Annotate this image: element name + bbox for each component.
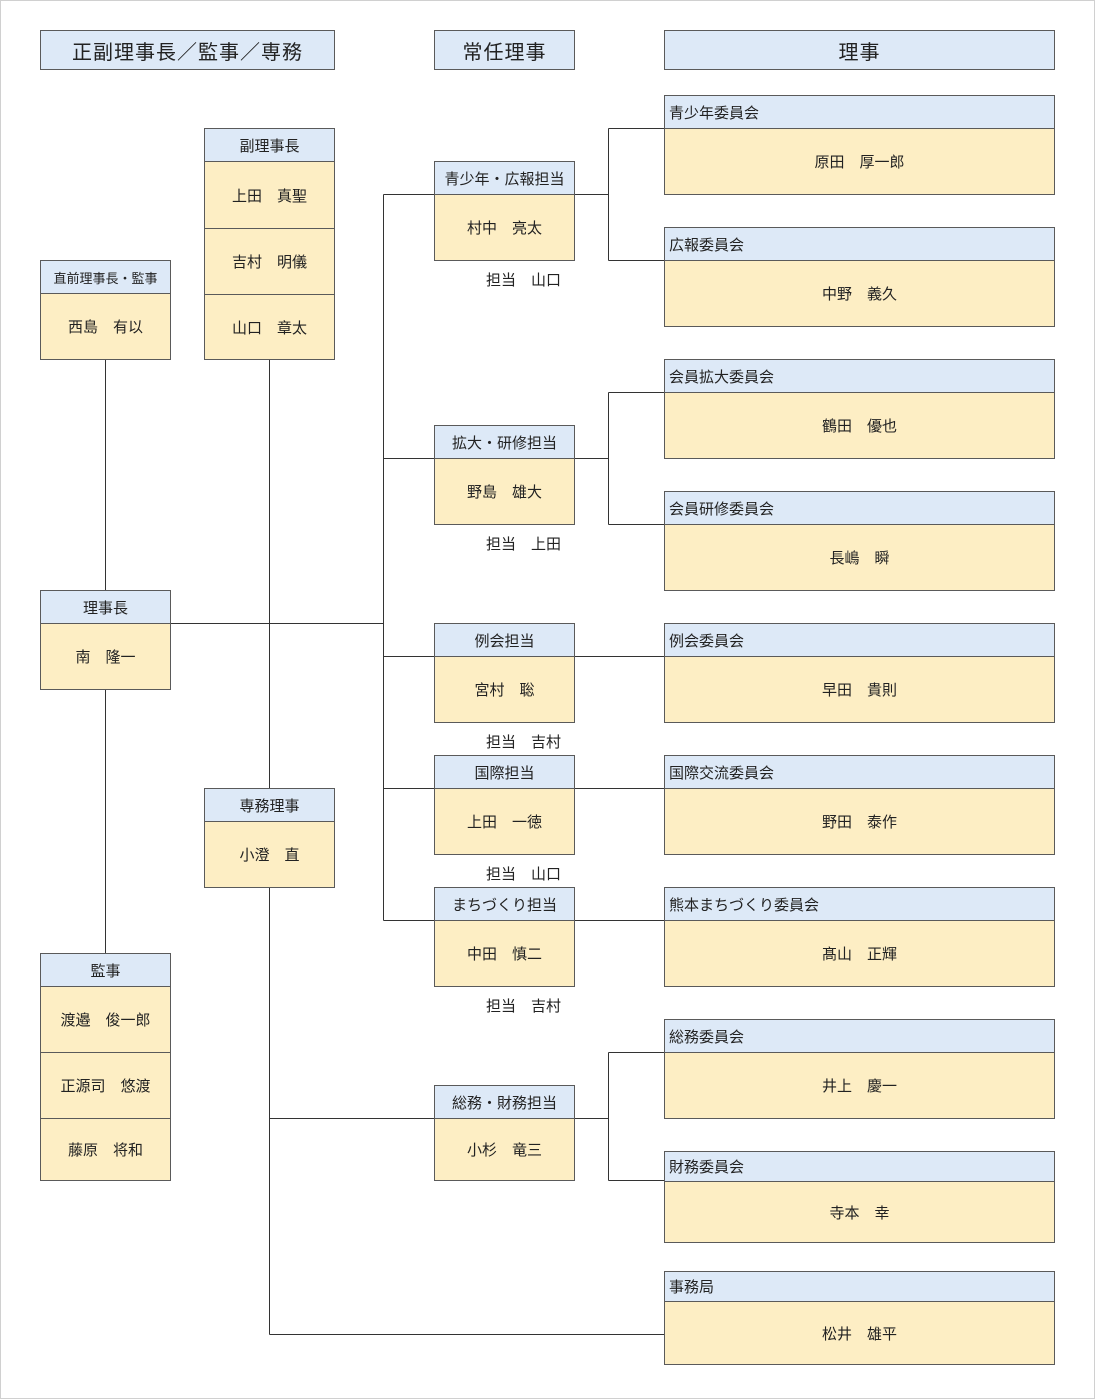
committee-box: 国際交流委員会 野田 泰作: [664, 755, 1055, 855]
standing-director-name: 上田 一徳: [466, 813, 542, 831]
standing-director-box: 総務・財務担当 小杉 竜三: [434, 1085, 575, 1181]
standing-director-title: 青少年・広報担当: [435, 162, 574, 195]
auditor-member: 正源司 悠渡: [41, 1052, 170, 1118]
committee-title: 熊本まちづくり委員会: [665, 888, 1054, 921]
committee-box: 会員研修委員会 長嶋 瞬: [664, 491, 1055, 591]
chairman-name: 南 隆一: [75, 648, 136, 666]
committee-chair-name: 野田 泰作: [821, 813, 897, 831]
column-header-directors: 理事: [664, 30, 1055, 70]
committee-box: 例会委員会 早田 貴則: [664, 623, 1055, 723]
immediate-past-chairman-name: 西島 有以: [67, 318, 143, 336]
committee-box: 熊本まちづくり委員会 髙山 正輝: [664, 887, 1055, 987]
vice-chair-title: 副理事長: [205, 129, 334, 162]
standing-director-title: まちづくり担当: [435, 888, 574, 921]
standing-director-tanto: 担当 山口: [486, 865, 562, 883]
committee-chair-name: 寺本 幸: [829, 1203, 890, 1222]
chairman-box: 理事長 南 隆一: [40, 590, 171, 690]
committee-title: 国際交流委員会: [665, 756, 1054, 789]
committee-title: 会員拡大委員会: [665, 360, 1054, 393]
standing-director-name: 村中 亮太: [466, 219, 542, 237]
standing-director-name: 小杉 竜三: [466, 1141, 542, 1159]
committee-title: 財務委員会: [665, 1152, 1054, 1182]
committee-chair-name: 原田 厚一郎: [814, 153, 905, 171]
standing-director-box: 拡大・研修担当 野島 雄大: [434, 425, 575, 525]
standing-director-title: 総務・財務担当: [435, 1086, 574, 1119]
vice-chair-member: 山口 章太: [205, 294, 334, 359]
managing-director-name: 小澄 直: [239, 846, 300, 864]
auditor-member: 藤原 将和: [41, 1118, 170, 1180]
column-header-standing: 常任理事: [434, 30, 575, 70]
standing-director-box: 青少年・広報担当 村中 亮太: [434, 161, 575, 261]
committee-chair-name: 井上 慶一: [821, 1077, 897, 1095]
managing-director-title: 専務理事: [205, 789, 334, 822]
committee-chair-name: 早田 貴則: [821, 681, 897, 699]
committee-title: 会員研修委員会: [665, 492, 1054, 525]
column-header-directors-label: 理事: [838, 39, 881, 64]
vice-chair-box: 副理事長 上田 真聖 吉村 明儀 山口 章太: [204, 128, 335, 360]
column-header-officers: 正副理事長／監事／専務: [40, 30, 335, 70]
standing-director-box: 国際担当 上田 一徳: [434, 755, 575, 855]
standing-director-tanto: 担当 山口: [486, 271, 562, 289]
standing-director-tanto: 担当 吉村: [486, 997, 562, 1015]
column-header-standing-label: 常任理事: [462, 39, 547, 64]
committee-chair-name: 髙山 正輝: [821, 945, 897, 963]
committee-box: 広報委員会 中野 義久: [664, 227, 1055, 327]
immediate-past-chairman-box: 直前理事長・監事 西島 有以: [40, 260, 171, 360]
managing-director-box: 専務理事 小澄 直: [204, 788, 335, 888]
committee-title: 広報委員会: [665, 228, 1054, 261]
auditor-member: 渡邉 俊一郎: [60, 1011, 151, 1029]
committee-title: 例会委員会: [665, 624, 1054, 657]
committee-title: 総務委員会: [665, 1020, 1054, 1053]
vice-chair-member: 吉村 明儀: [205, 228, 334, 294]
standing-director-name: 野島 雄大: [466, 483, 542, 501]
committee-chair-name: 中野 義久: [821, 285, 897, 303]
secretariat-name: 松井 雄平: [821, 1324, 897, 1343]
chairman-title: 理事長: [41, 591, 170, 624]
committee-chair-name: 鶴田 優也: [821, 417, 897, 435]
standing-director-tanto: 担当 上田: [486, 535, 562, 553]
committee-box: 会員拡大委員会 鶴田 優也: [664, 359, 1055, 459]
committee-box: 財務委員会 寺本 幸: [664, 1151, 1055, 1243]
immediate-past-chairman-title: 直前理事長・監事: [41, 261, 170, 294]
committee-box: 総務委員会 井上 慶一: [664, 1019, 1055, 1119]
standing-director-box: まちづくり担当 中田 慎二: [434, 887, 575, 987]
standing-director-name: 中田 慎二: [466, 945, 542, 963]
secretariat-box: 事務局 松井 雄平: [664, 1271, 1055, 1365]
standing-director-title: 国際担当: [435, 756, 574, 789]
vice-chair-member: 上田 真聖: [231, 186, 307, 205]
committee-chair-name: 長嶋 瞬: [829, 549, 890, 567]
auditors-box: 監事 渡邉 俊一郎 正源司 悠渡 藤原 将和: [40, 953, 171, 1181]
standing-director-title: 例会担当: [435, 624, 574, 657]
secretariat-title: 事務局: [665, 1272, 1054, 1302]
auditors-title: 監事: [41, 954, 170, 987]
committee-title: 青少年委員会: [665, 96, 1054, 129]
committee-box: 青少年委員会 原田 厚一郎: [664, 95, 1055, 195]
standing-director-tanto: 担当 吉村: [486, 733, 562, 751]
standing-director-title: 拡大・研修担当: [435, 426, 574, 459]
standing-director-box: 例会担当 宮村 聡: [434, 623, 575, 723]
standing-director-name: 宮村 聡: [474, 681, 535, 699]
column-header-officers-label: 正副理事長／監事／専務: [72, 39, 303, 64]
